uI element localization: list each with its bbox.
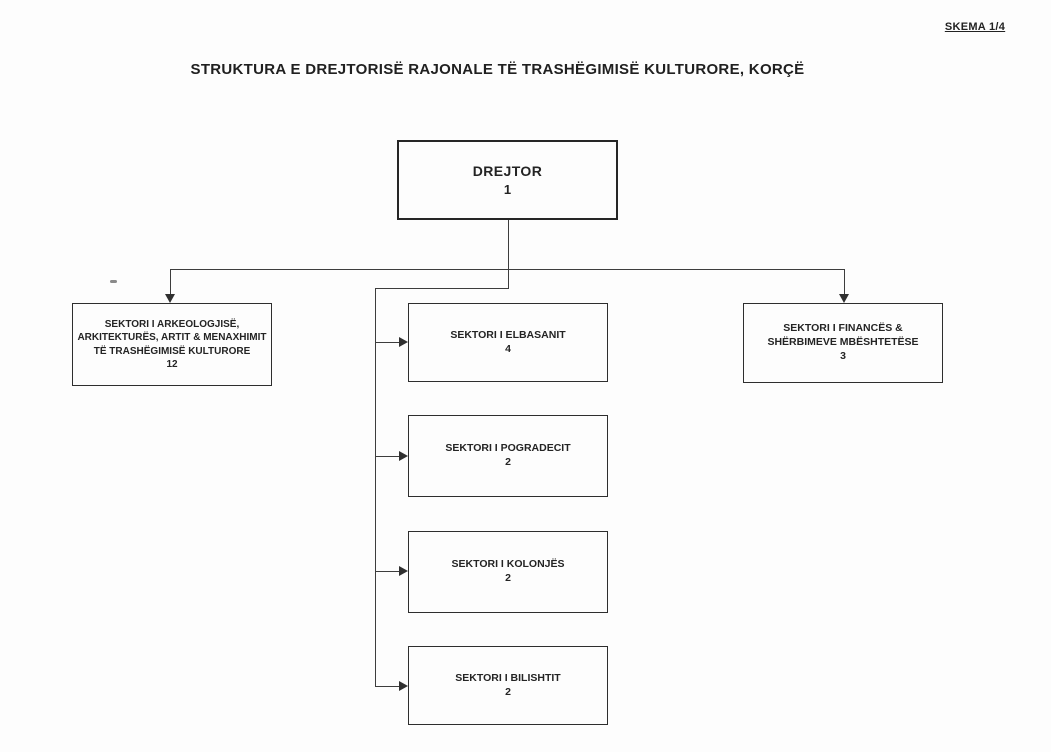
connector-branch-line xyxy=(375,342,399,343)
arrow-down-icon xyxy=(165,294,175,303)
org-node-elbasanit: SEKTORI I ELBASANIT 4 xyxy=(408,303,608,382)
org-node-count: 12 xyxy=(166,358,178,370)
org-node-drejtor: DREJTOR 1 xyxy=(397,140,618,220)
org-node-bilishtit: SEKTORI I BILISHTIT 2 xyxy=(408,646,608,725)
org-node-label: SEKTORI I ELBASANIT xyxy=(450,328,566,341)
connector-branch-line xyxy=(375,686,399,687)
org-node-label: SEKTORI I BILISHTIT xyxy=(455,671,561,684)
org-node-arkeologjise: SEKTORI I ARKEOLOGJISË, ARKITEKTURËS, AR… xyxy=(72,303,272,386)
connector-root-drop-line xyxy=(508,220,509,289)
org-node-kolonjes: SEKTORI I KOLONJËS 2 xyxy=(408,531,608,613)
connector-middle-offset-line xyxy=(375,288,509,289)
org-node-pogradecit: SEKTORI I POGRADECIT 2 xyxy=(408,415,608,497)
arrow-right-icon xyxy=(399,681,408,691)
connector-main-horizontal-line xyxy=(170,269,845,270)
org-node-label: SEKTORI I KOLONJËS xyxy=(451,558,565,571)
page-title: STRUKTURA E DREJTORISË RAJONALE TË TRASH… xyxy=(190,61,805,78)
org-node-label: DREJTOR xyxy=(472,163,543,180)
arrow-down-icon xyxy=(839,294,849,303)
org-node-label: SEKTORI I POGRADECIT xyxy=(445,442,571,455)
arrow-right-icon xyxy=(399,451,408,461)
connector-middle-rail-line xyxy=(375,288,376,687)
org-node-count: 1 xyxy=(503,181,512,197)
scan-speck xyxy=(110,280,117,283)
org-node-count: 3 xyxy=(840,349,846,362)
connector-right-drop-line xyxy=(844,269,845,295)
org-node-finances: SEKTORI I FINANCËS & SHËRBIMEVE MBËSHTET… xyxy=(743,303,943,383)
org-node-label: SEKTORI I ARKEOLOGJISË, ARKITEKTURËS, AR… xyxy=(77,319,267,357)
connector-branch-line xyxy=(375,571,399,572)
arrow-right-icon xyxy=(399,337,408,347)
schema-reference: SKEMA 1/4 xyxy=(944,21,1006,33)
org-node-count: 4 xyxy=(505,342,511,355)
arrow-right-icon xyxy=(399,566,408,576)
connector-branch-line xyxy=(375,456,399,457)
org-node-count: 2 xyxy=(505,572,511,584)
org-node-label: SEKTORI I FINANCËS & SHËRBIMEVE MBËSHTET… xyxy=(767,322,919,349)
connector-left-drop-line xyxy=(170,269,171,295)
org-node-count: 2 xyxy=(505,685,511,698)
org-node-count: 2 xyxy=(505,456,511,468)
